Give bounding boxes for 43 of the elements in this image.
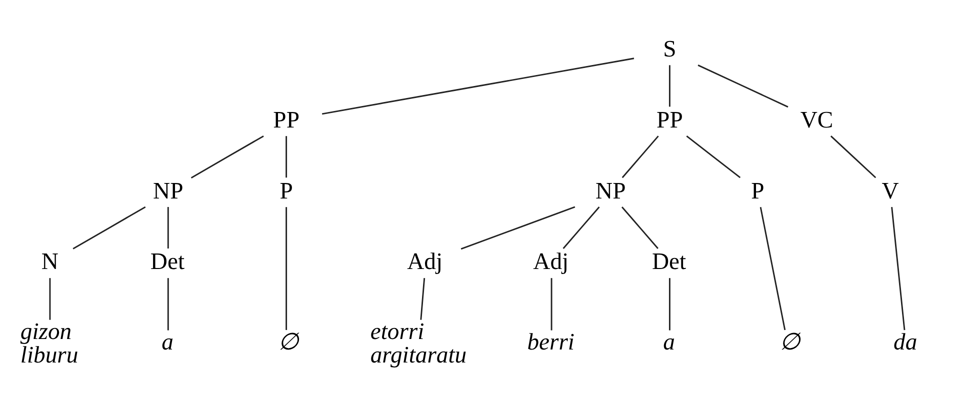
node-text: gizon liburu xyxy=(20,318,78,368)
node-text: PP xyxy=(656,107,683,134)
connector xyxy=(760,206,786,330)
node-text: NP xyxy=(596,178,626,204)
node-text: VC xyxy=(800,107,834,134)
connector xyxy=(621,206,658,249)
node-text: etorri argitaratu xyxy=(370,318,467,368)
connector xyxy=(698,64,788,108)
connector xyxy=(322,58,634,115)
node-text: ∅ xyxy=(278,329,299,356)
node-text: P xyxy=(751,178,764,204)
node-text: P xyxy=(280,178,293,204)
node-text: berri xyxy=(527,329,574,356)
node-text: NP xyxy=(153,178,184,204)
connector xyxy=(686,136,741,178)
connector xyxy=(286,136,288,178)
node-text: V xyxy=(882,178,899,204)
connector xyxy=(49,278,51,320)
connector xyxy=(190,135,264,178)
connector xyxy=(891,207,906,330)
connector xyxy=(668,65,670,107)
connector xyxy=(550,278,552,330)
node-text: PP xyxy=(273,107,300,134)
node-text: Adj xyxy=(533,249,569,276)
connector xyxy=(72,206,146,250)
node-text: S xyxy=(663,36,676,62)
node-text: a xyxy=(663,329,675,356)
node-text: N xyxy=(41,249,58,276)
connector xyxy=(286,207,288,330)
connector xyxy=(460,206,576,250)
node-text: da xyxy=(894,329,918,356)
connector xyxy=(830,136,876,178)
connector xyxy=(420,278,426,320)
node-text: Det xyxy=(150,249,185,276)
connector xyxy=(562,206,600,249)
connector xyxy=(622,136,659,178)
connector xyxy=(167,206,169,248)
node-text: Det xyxy=(652,249,686,276)
connector xyxy=(167,278,169,330)
node-text: ∅ xyxy=(779,329,800,356)
connector xyxy=(668,278,670,330)
node-text: a xyxy=(162,329,174,356)
node-text: Adj xyxy=(407,249,443,276)
